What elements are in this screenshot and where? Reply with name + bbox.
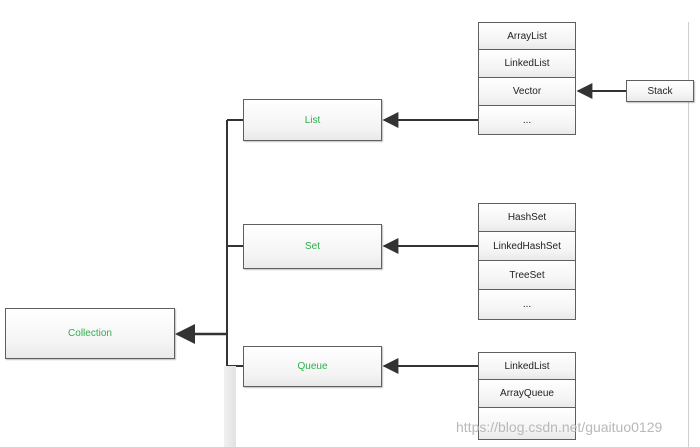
list-node[interactable]: List: [243, 99, 382, 141]
collection-node[interactable]: Collection: [5, 308, 175, 359]
ghost-artifact: [224, 366, 236, 447]
impl-treeset[interactable]: TreeSet: [478, 261, 576, 290]
impl-queue-more[interactable]: [478, 408, 576, 440]
impl-set-more[interactable]: ...: [478, 290, 576, 320]
stack-node[interactable]: Stack: [626, 80, 694, 102]
impl-hashset[interactable]: HashSet: [478, 203, 576, 232]
set-node[interactable]: Set: [243, 224, 382, 269]
impl-linkedhashset[interactable]: LinkedHashSet: [478, 232, 576, 261]
queue-node[interactable]: Queue: [243, 346, 382, 387]
impl-arrayqueue[interactable]: ArrayQueue: [478, 380, 576, 408]
impl-linkedlist[interactable]: LinkedList: [478, 50, 576, 78]
watermark-text: https://blog.csdn.net/guaituo0129: [456, 419, 663, 435]
impl-queue-linkedlist[interactable]: LinkedList: [478, 352, 576, 380]
impl-vector[interactable]: Vector: [478, 78, 576, 106]
impl-list-more[interactable]: ...: [478, 106, 576, 135]
impl-arraylist[interactable]: ArrayList: [478, 22, 576, 50]
edge-divider: [688, 22, 689, 447]
